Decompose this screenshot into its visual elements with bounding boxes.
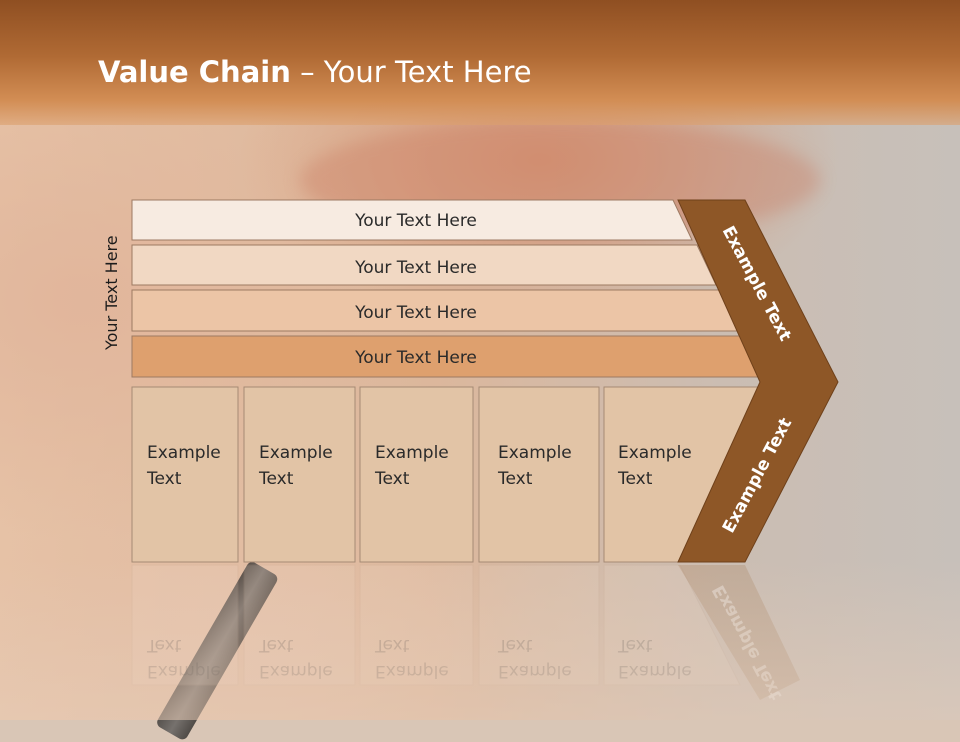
bottom-fade: [0, 560, 960, 720]
support-bar-1[interactable]: [131, 199, 693, 241]
activity-column-1[interactable]: [131, 386, 239, 563]
support-bar-2-label: Your Text Here: [354, 258, 477, 278]
activity-column-3[interactable]: [359, 386, 474, 563]
support-bar-1-label: Your Text Here: [354, 211, 477, 231]
activity-column-4[interactable]: [478, 386, 600, 563]
support-bar-4-label: Your Text Here: [354, 348, 477, 368]
title-band: [0, 0, 960, 125]
activity-column-2[interactable]: [243, 386, 356, 563]
slide-title: Value Chain – Your Text Here: [98, 55, 532, 89]
support-bar-3-label: Your Text Here: [354, 303, 477, 323]
